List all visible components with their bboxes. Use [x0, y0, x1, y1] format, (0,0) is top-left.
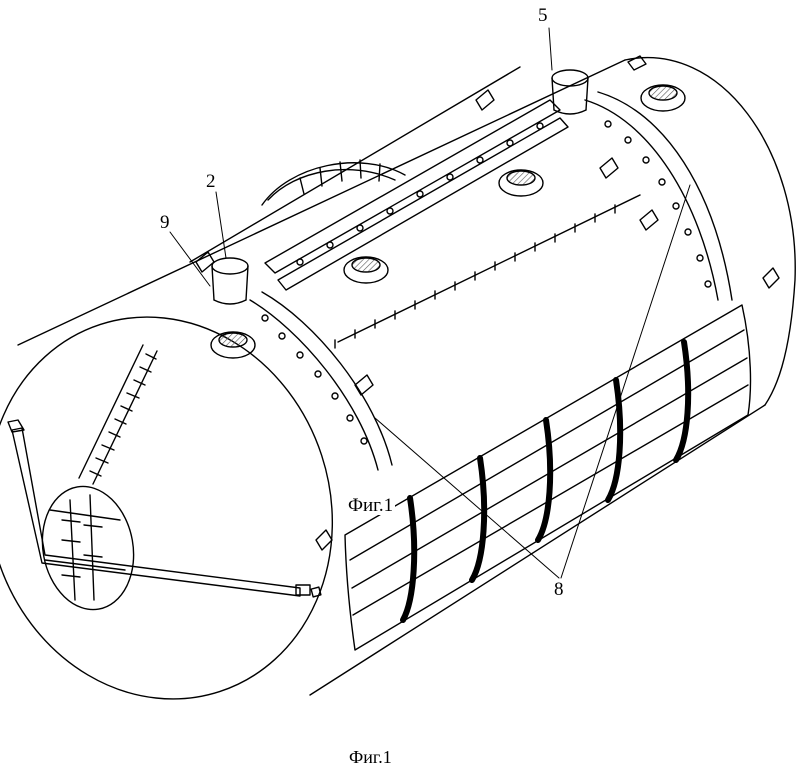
cylinder-body	[0, 57, 796, 700]
figure-caption-inner: Фиг.1	[346, 495, 396, 516]
figure-caption-bottom: Фиг.1	[349, 747, 392, 767]
manholes	[210, 84, 686, 359]
end-strut	[7, 419, 322, 598]
tick-row-upper	[189, 66, 521, 263]
reference-numeral-2: 2	[206, 171, 216, 192]
top-dome	[261, 159, 406, 206]
longitudinal-rails	[264, 99, 569, 291]
lifting-lugs	[195, 55, 780, 551]
tank-end-cap	[0, 316, 334, 700]
standpipe-2	[211, 257, 249, 305]
ring-frame-far	[584, 91, 733, 301]
standpipe-5	[551, 69, 589, 115]
ladder	[78, 344, 158, 485]
ring-frame-near	[249, 291, 393, 471]
reference-numeral-9: 9	[160, 212, 170, 233]
reference-numeral-5: 5	[538, 5, 548, 26]
leader-lines	[169, 27, 691, 579]
end-hatch	[41, 485, 135, 611]
tick-row-lower	[334, 194, 641, 349]
panel-bands	[400, 339, 692, 623]
reference-numeral-8: 8	[554, 579, 564, 600]
